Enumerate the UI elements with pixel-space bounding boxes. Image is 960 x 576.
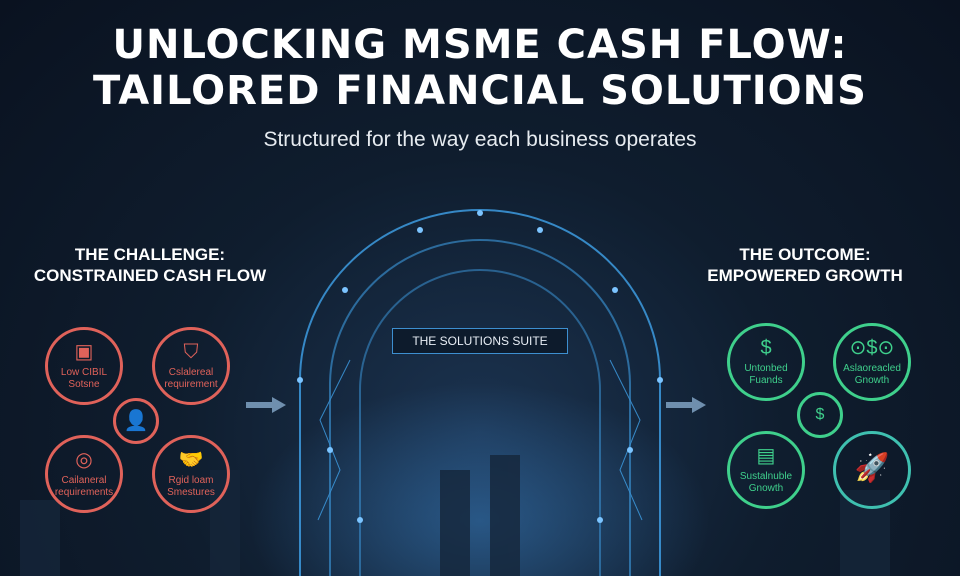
item-label: Low CIBIL [60,367,108,378]
page-title: UNLOCKING MSME CASH FLOW: TAILORED FINAN… [0,22,960,114]
title-line-1: UNLOCKING MSME CASH FLOW: [112,22,848,68]
outcome-heading-line-1: THE OUTCOME: [739,245,871,264]
challenge-heading-line-1: THE CHALLENGE: [74,245,226,264]
outcome-heading-line-2: EMPOWERED GROWTH [707,266,903,285]
item-label: Smestures [167,487,215,498]
arrow-right-icon [666,397,706,413]
challenge-heading: THE CHALLENGE: CONSTRAINED CASH FLOW [10,244,290,286]
outcome-item-rocket: 🚀 [833,431,911,509]
item-label: Cailaneral [61,475,107,486]
item-label: Sotsne [68,379,100,390]
outcome-heading: THE OUTCOME: EMPOWERED GROWTH [665,244,945,286]
solutions-suite-label: THE SOLUTIONS SUITE [392,328,568,354]
shield-dollar-icon: $ [797,392,843,438]
money-bag-icon: $ [760,337,772,359]
banknote-icon: ⊙$⊙ [849,337,895,359]
title-line-2: TAILORED FINANCIAL SOLUTIONS [93,68,867,114]
item-label: Fuands [749,375,783,386]
item-label: Untonbed [744,363,788,374]
handshake-icon: 🤝 [178,449,204,471]
item-label: Sustalnuble [739,471,793,482]
subtitle: Structured for the way each business ope… [263,128,697,151]
laptop-target-icon: ◎ [75,449,93,471]
item-label: Gnowth [854,375,890,386]
challenge-heading-line-2: CONSTRAINED CASH FLOW [33,266,267,285]
money-chart-icon: ▤ [756,445,776,467]
chart-screen-icon: ▣ [74,341,94,363]
shield-pin-icon: ⛉ [183,341,199,363]
person-icon: 👤 [113,398,159,444]
item-label: requirements [54,487,114,498]
rocket-icon: 🚀 [854,452,890,483]
arrow-right-icon [246,397,286,413]
item-label: Cslalereal [168,367,214,378]
item-label: Rgid loam [168,475,214,486]
item-label: requirement [164,379,218,390]
item-label: Aslaoreacled [843,363,901,374]
item-label: Gnowth [748,483,784,494]
